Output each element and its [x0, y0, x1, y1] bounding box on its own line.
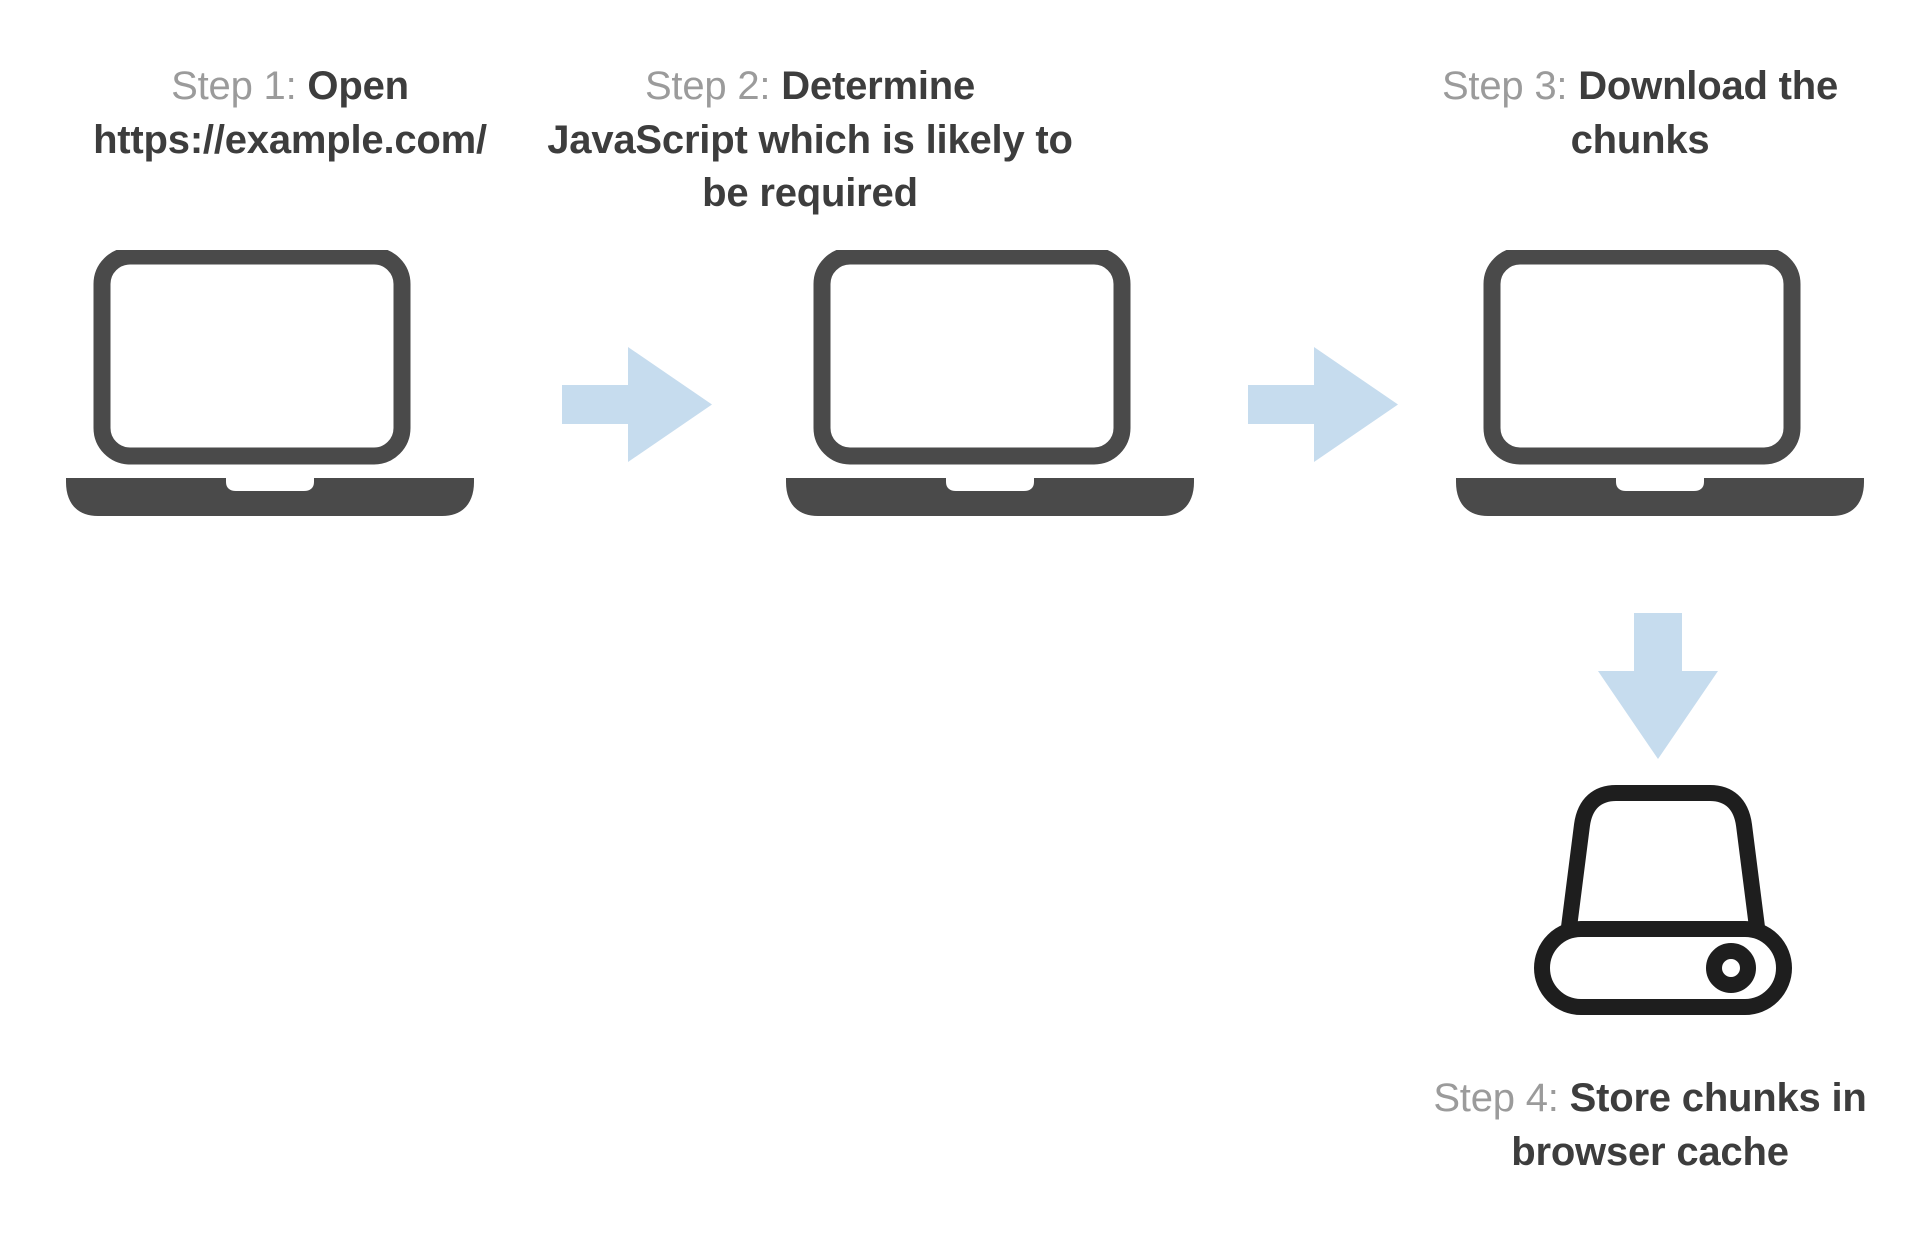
step-4-label: Step 4:: [1433, 1076, 1570, 1120]
arrow-down-icon-3: [1598, 613, 1718, 759]
step-1-label: Step 1:: [171, 64, 308, 108]
step-3-label: Step 3:: [1441, 64, 1579, 108]
step-2-caption: Step 2: Determine JavaScript which is li…: [540, 60, 1080, 221]
laptop-icon-step-1: [60, 250, 480, 570]
step-4-caption: Step 4: Store chunks in browser cache: [1420, 1072, 1880, 1179]
arrow-right-icon-1: [562, 347, 712, 462]
step-1-text: Open https://example.com/: [93, 64, 487, 162]
step-3-text: Download the chunks: [1570, 64, 1839, 162]
step-2-label: Step 2:: [644, 64, 782, 108]
hard-drive-icon-step-4: [1528, 785, 1798, 1015]
laptop-icon-step-3: [1450, 250, 1870, 570]
step-1-caption: Step 1: Open https://example.com/: [30, 60, 550, 167]
step-2-text: Determine JavaScript which is likely to …: [547, 64, 1073, 216]
arrow-right-icon-2: [1248, 347, 1398, 462]
step-3-caption: Step 3: Download the chunks: [1380, 60, 1900, 167]
laptop-icon-step-2: [780, 250, 1200, 570]
step-4-text: Store chunks in browser cache: [1511, 1076, 1867, 1174]
